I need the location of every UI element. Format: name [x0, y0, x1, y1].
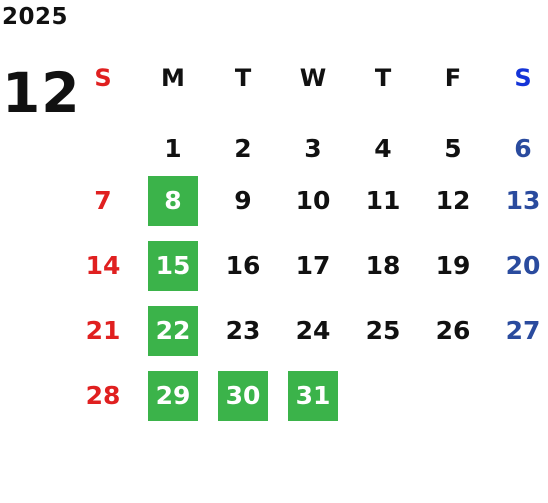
day-number: 25: [365, 316, 401, 345]
day-cell-wednesday[interactable]: 24: [278, 298, 348, 363]
day-cell-wednesday[interactable]: 10: [278, 168, 348, 233]
day-number: 17: [295, 251, 331, 280]
day-cell-friday[interactable]: 5: [418, 103, 488, 168]
empty-day-cell: [418, 363, 488, 428]
day-number: [78, 123, 128, 173]
day-cell-monday[interactable]: 22: [138, 298, 208, 363]
day-number: 26: [435, 316, 471, 345]
day-cell-tuesday[interactable]: 2: [208, 103, 278, 168]
day-cell-saturday[interactable]: 13: [488, 168, 548, 233]
day-cell-tuesday[interactable]: 16: [208, 233, 278, 298]
day-cell-friday[interactable]: 19: [418, 233, 488, 298]
weekday-wednesday: W: [299, 64, 327, 92]
empty-day-cell: [348, 363, 418, 428]
empty-day-cell: [68, 103, 138, 168]
day-number: 5: [444, 133, 462, 163]
day-number: [358, 371, 408, 421]
day-cell-monday[interactable]: 8: [138, 168, 208, 233]
day-number: 30: [218, 370, 268, 421]
week-row: 1 2 3 4 5 6: [68, 103, 548, 168]
day-cell-thursday[interactable]: 4: [348, 103, 418, 168]
day-cell-monday[interactable]: 1: [138, 103, 208, 168]
day-number: 1: [164, 133, 182, 163]
day-number: [498, 371, 548, 421]
weekday-monday: M: [161, 64, 185, 92]
day-number: 21: [85, 316, 121, 345]
day-number: 27: [505, 316, 541, 345]
day-cell-friday[interactable]: 12: [418, 168, 488, 233]
day-number: 10: [295, 186, 331, 215]
week-row: 21 22 23 24 25 26 27: [68, 298, 548, 363]
month-label: 12: [2, 61, 81, 125]
day-number: 24: [295, 316, 331, 345]
day-cell-saturday[interactable]: 20: [488, 233, 548, 298]
day-cell-tuesday[interactable]: 30: [208, 363, 278, 428]
day-number: 20: [505, 251, 541, 280]
day-cell-thursday[interactable]: 25: [348, 298, 418, 363]
day-cell-monday[interactable]: 15: [138, 233, 208, 298]
day-number: 11: [365, 186, 401, 215]
day-number: 18: [365, 251, 401, 280]
day-cell-sunday[interactable]: 14: [68, 233, 138, 298]
day-cell-monday[interactable]: 29: [138, 363, 208, 428]
weekday-friday: F: [444, 64, 462, 92]
day-number: 14: [85, 251, 121, 280]
day-number: 19: [435, 251, 471, 280]
day-number: 9: [234, 186, 252, 215]
day-number: 31: [288, 370, 338, 421]
day-cell-friday[interactable]: 26: [418, 298, 488, 363]
day-cell-sunday[interactable]: 7: [68, 168, 138, 233]
day-cell-tuesday[interactable]: 9: [208, 168, 278, 233]
weekday-saturday: S: [514, 64, 532, 92]
empty-day-cell: [488, 363, 548, 428]
day-number: 13: [505, 186, 541, 215]
day-cell-wednesday[interactable]: 31: [278, 363, 348, 428]
day-number: 8: [148, 175, 198, 226]
day-number: [428, 371, 478, 421]
day-number: 6: [514, 133, 532, 163]
day-cell-saturday[interactable]: 27: [488, 298, 548, 363]
day-number: 23: [225, 316, 261, 345]
weekday-header-row: S M T W T F S: [68, 58, 548, 103]
day-cell-saturday[interactable]: 6: [488, 103, 548, 168]
day-cell-thursday[interactable]: 11: [348, 168, 418, 233]
day-cell-sunday[interactable]: 28: [68, 363, 138, 428]
weekday-tuesday: T: [234, 64, 252, 92]
day-cell-tuesday[interactable]: 23: [208, 298, 278, 363]
day-number: 28: [85, 381, 121, 410]
year-label: 2025: [2, 4, 69, 30]
weekday-thursday: T: [374, 64, 392, 92]
day-cell-sunday[interactable]: 21: [68, 298, 138, 363]
day-cell-wednesday[interactable]: 3: [278, 103, 348, 168]
day-number: 12: [435, 186, 471, 215]
day-number: 3: [304, 133, 322, 163]
week-row: 28 29 30 31: [68, 363, 548, 428]
day-number: 29: [148, 370, 198, 421]
day-number: 16: [225, 251, 261, 280]
week-row: 7 8 9 10 11 12 13: [68, 168, 548, 233]
week-row: 14 15 16 17 18 19 20: [68, 233, 548, 298]
day-number: 4: [374, 133, 392, 163]
day-number: 7: [94, 186, 112, 215]
day-cell-thursday[interactable]: 18: [348, 233, 418, 298]
day-cell-wednesday[interactable]: 17: [278, 233, 348, 298]
day-number: 2: [234, 133, 252, 163]
day-number: 15: [148, 240, 198, 291]
day-number: 22: [148, 305, 198, 356]
weekday-sunday: S: [94, 64, 112, 92]
